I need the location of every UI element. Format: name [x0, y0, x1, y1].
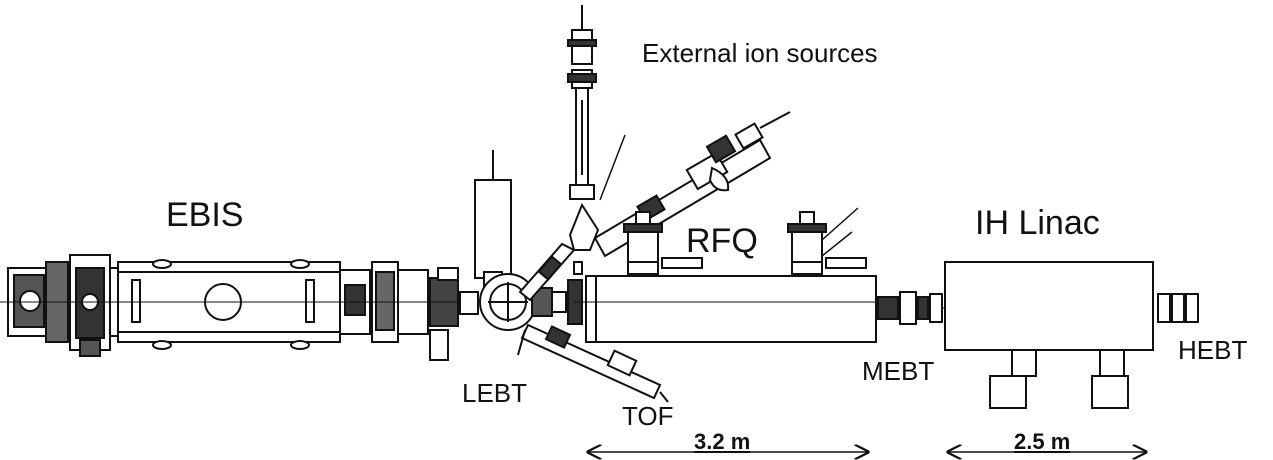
lebt-chamber	[459, 150, 583, 331]
ebis-label: EBIS	[166, 196, 244, 234]
ebis-assembly	[0, 254, 470, 361]
mebt-label: MEBT	[862, 356, 935, 386]
hebt-section	[1157, 293, 1199, 323]
ih-length-label: 2.5 m	[1014, 429, 1071, 454]
tof-branch	[517, 323, 669, 403]
rfq-length-label: 3.2 m	[694, 429, 751, 454]
rfq-cavity	[573, 207, 880, 343]
rfq-label: RFQ	[686, 222, 758, 260]
mebt-section	[876, 291, 945, 325]
lebt-label: LEBT	[462, 378, 528, 408]
ih-linac-label: IH Linac	[975, 204, 1100, 242]
external-ion-sources-label: External ion sources	[642, 38, 878, 68]
tof-label: TOF	[622, 401, 674, 431]
ih-linac-cavity	[944, 261, 1154, 409]
hebt-label: HEBT	[1178, 335, 1248, 365]
